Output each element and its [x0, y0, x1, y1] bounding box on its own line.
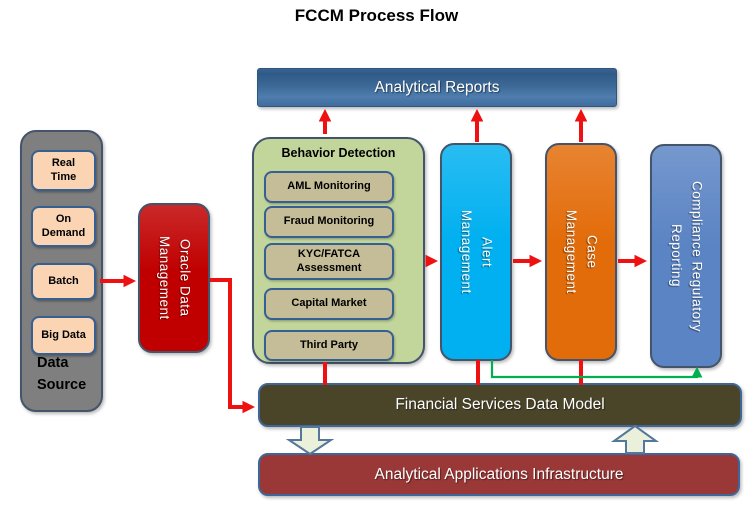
financial-services-data-model-label: Financial Services Data Model [395, 396, 605, 413]
analytical-applications-infrastructure-bar: Analytical Applications Infrastructure [258, 453, 740, 496]
analytical-applications-infrastructure-label: Analytical Applications Infrastructure [374, 465, 624, 483]
oracle-data-management-box: Oracle Data Management [138, 203, 210, 353]
analytical-reports-label: Analytical Reports [374, 78, 500, 96]
compliance-regulatory-reporting-box: Compliance Regulatory Reporting [650, 144, 722, 368]
analytical-reports-bar: Analytical Reports [257, 68, 617, 107]
alert-management-label: Alert Management [459, 210, 495, 294]
data-source-group: Real Time On Demand Batch Big Data Data … [20, 130, 103, 412]
behavior-item-capital-market: Capital Market [264, 288, 394, 320]
behavior-item-kyc-fatca-assessment: KYC/FATCA Assessment [264, 243, 394, 280]
data-source-item-big-data: Big Data [31, 316, 96, 355]
diagram-title: FCCM Process Flow [294, 6, 459, 25]
alert-management-box: Alert Management [440, 143, 512, 361]
behavior-detection-label: Behavior Detection [281, 146, 396, 160]
data-source-item-real-time: Real Time [31, 150, 96, 191]
behavior-detection-group: Behavior Detection AML Monitoring Fraud … [252, 137, 425, 364]
data-source-label: Data Source [37, 355, 87, 394]
data-source-item-on-demand: On Demand [31, 206, 96, 247]
behavior-item-fraud-monitoring: Fraud Monitoring [264, 206, 394, 238]
financial-services-data-model-bar: Financial Services Data Model [258, 383, 742, 427]
compliance-regulatory-reporting-label: Compliance Regulatory Reporting [669, 180, 705, 332]
behavior-item-aml-monitoring: AML Monitoring [264, 171, 394, 203]
data-source-item-batch: Batch [31, 263, 96, 300]
block-arrow-aai-to-fsdm [610, 424, 660, 454]
behavior-item-third-party: Third Party [264, 330, 394, 361]
case-management-label: Case Management [564, 210, 600, 294]
block-arrow-fsdm-to-aai [285, 426, 335, 456]
arrow-odm-to-fsdm [210, 278, 256, 414]
case-management-box: Case Management [545, 143, 617, 361]
oracle-data-management-label: Oracle Data Management [157, 236, 193, 320]
